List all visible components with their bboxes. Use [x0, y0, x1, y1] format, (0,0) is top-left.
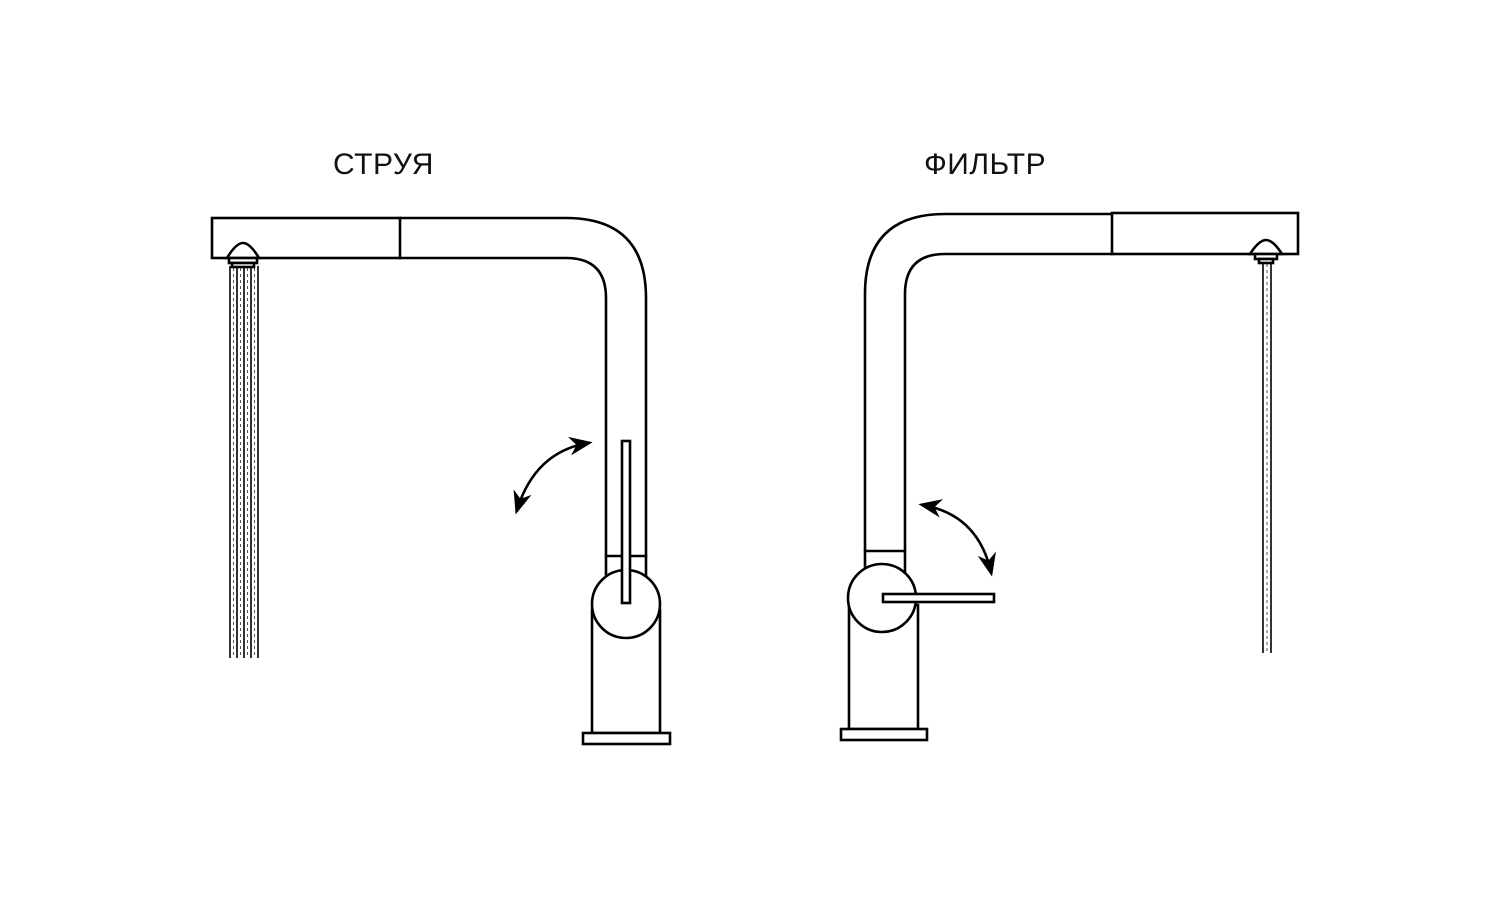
- faucet-filter-mode-icon: [839, 211, 1300, 742]
- water-filter-stream: [1262, 262, 1272, 653]
- faucet-base: [839, 727, 929, 742]
- lever-handle: [881, 592, 996, 604]
- nozzle: [224, 241, 262, 269]
- water-jet-stream: [229, 266, 259, 658]
- spout-tube: [398, 216, 648, 592]
- faucet-jet-mode-icon: [210, 216, 672, 746]
- spray-head: [210, 216, 402, 260]
- faucet-base: [581, 731, 672, 746]
- spout-tube: [863, 212, 1114, 582]
- nozzle: [1247, 238, 1285, 265]
- lever-handle: [620, 439, 632, 605]
- rotate-arrow-icon: [918, 499, 996, 577]
- filter-mode-label: ФИЛЬТР: [924, 148, 1047, 181]
- jet-mode-label: СТРУЯ: [333, 148, 434, 181]
- rotate-arrow-icon: [513, 436, 593, 515]
